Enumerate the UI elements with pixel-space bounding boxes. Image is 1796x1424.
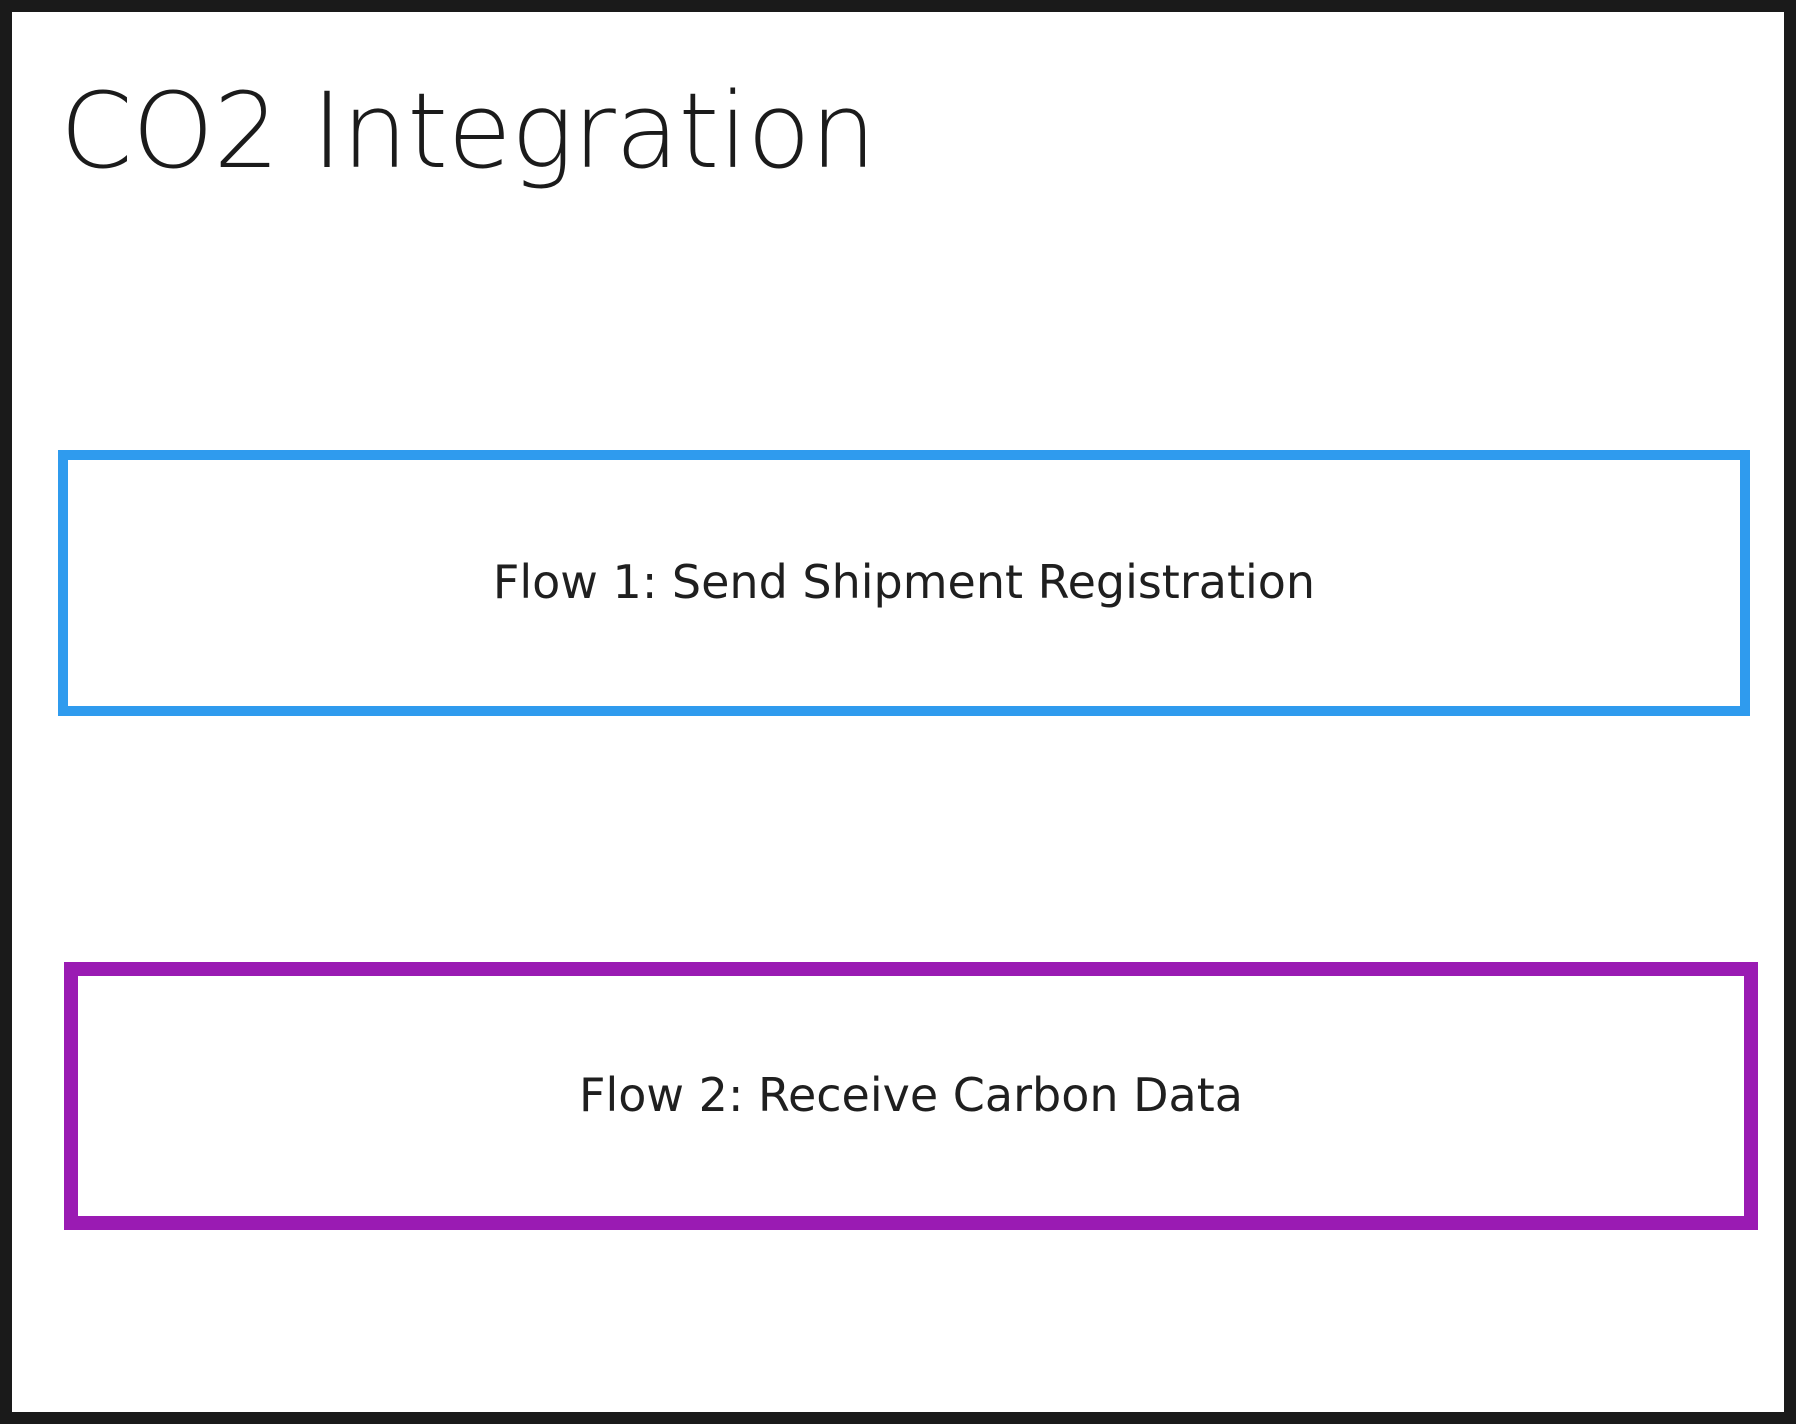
diagram-canvas: CO2 Integration Flow 1: Send Shipment Re…: [12, 12, 1784, 1412]
flow-box-label: Flow 2: Receive Carbon Data: [579, 1068, 1243, 1123]
flow-box-label: Flow 1: Send Shipment Registration: [492, 555, 1316, 610]
page-title: CO2 Integration: [60, 70, 876, 192]
flow-box-receive-carbon-data[interactable]: Flow 2: Receive Carbon Data: [64, 962, 1758, 1230]
flow-box-send-shipment-registration[interactable]: Flow 1: Send Shipment Registration: [58, 450, 1750, 716]
